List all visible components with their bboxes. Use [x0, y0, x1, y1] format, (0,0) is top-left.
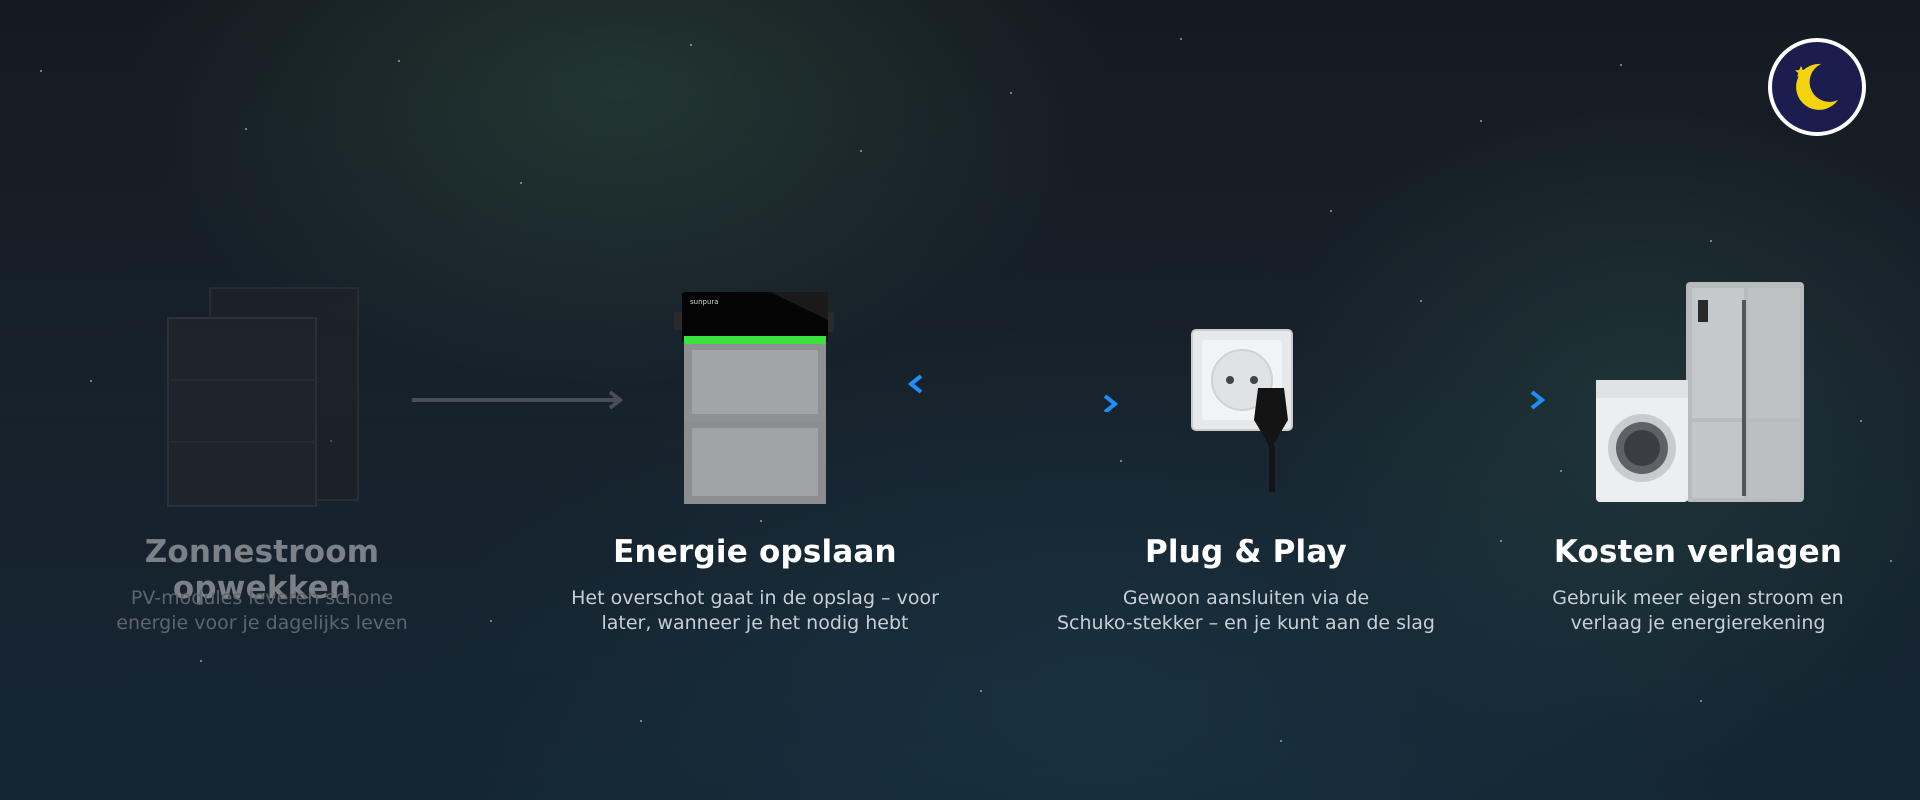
step-title: Energie opslaan: [613, 534, 897, 570]
battery-storage-icon: sunpura: [670, 280, 840, 514]
schuko-socket-icon: [1186, 280, 1306, 504]
bidirectional-arrows-icon: [907, 374, 1119, 412]
arrow-right-icon: [1370, 390, 1546, 410]
device-brand-label: sunpura: [690, 298, 719, 306]
night-mode-toggle[interactable]: [1768, 38, 1866, 136]
solar-panels-icon: [162, 280, 362, 514]
moon-stars-icon: [1795, 63, 1838, 110]
step-title: Plug & Play: [1145, 534, 1347, 570]
appliances-icon: [1588, 280, 1808, 514]
arrow-right-icon: [412, 390, 624, 410]
step-title: Kosten verlagen: [1553, 534, 1843, 570]
step-title: Zonnestroom opwekken: [144, 534, 380, 606]
